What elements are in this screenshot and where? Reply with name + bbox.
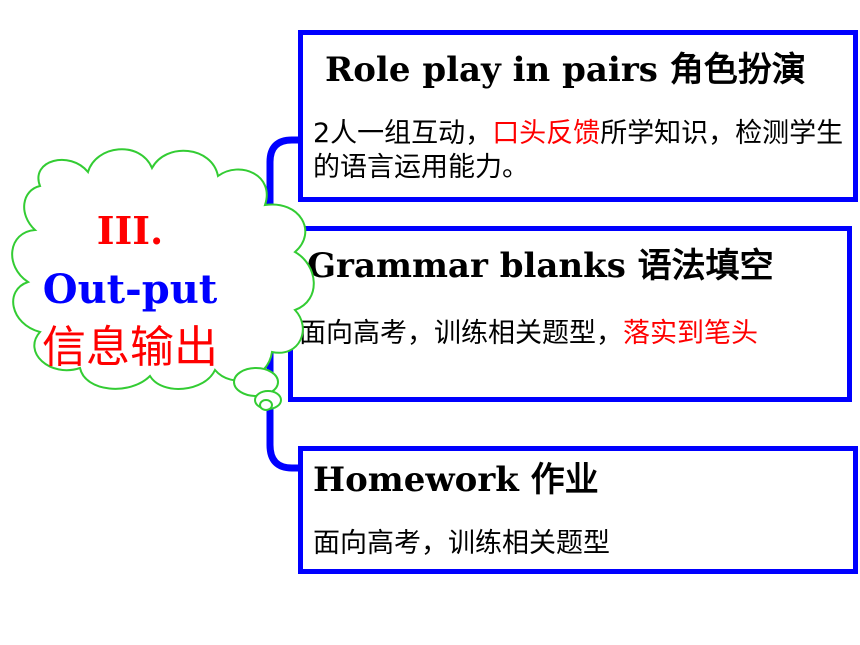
homework-title: Homework 作业 [313,460,599,500]
role-play-text-end: 所学知识，检测学生的语言运用能力。 [313,118,844,183]
section-title-english: Out-put [42,266,218,313]
section-number: III. [96,208,164,253]
grammar-blanks-title: Grammar blanks 语法填空 [307,246,774,286]
role-play-title: Role play in pairs 角色扮演 [325,50,806,90]
grammar-blanks-highlight: 落实到笔头 [623,318,758,349]
role-play-text-start: 2人一组互动， [313,118,493,149]
grammar-blanks-text: 面向高考，训练相关题型， [299,318,623,349]
role-play-description: 2人一组互动，口头反馈所学知识，检测学生的语言运用能力。 [313,117,853,185]
section-title-chinese: 信息输出 [42,322,218,373]
grammar-blanks-description: 面向高考，训练相关题型，落实到笔头 [299,317,847,351]
role-play-box: Role play in pairs 角色扮演 2人一组互动，口头反馈所学知识，… [298,30,858,202]
grammar-blanks-box: Grammar blanks 语法填空 面向高考，训练相关题型，落实到笔头 [288,226,852,402]
homework-box: Homework 作业 面向高考，训练相关题型 [298,446,858,574]
role-play-highlight: 口头反馈 [492,118,601,149]
homework-description: 面向高考，训练相关题型 [313,528,610,559]
